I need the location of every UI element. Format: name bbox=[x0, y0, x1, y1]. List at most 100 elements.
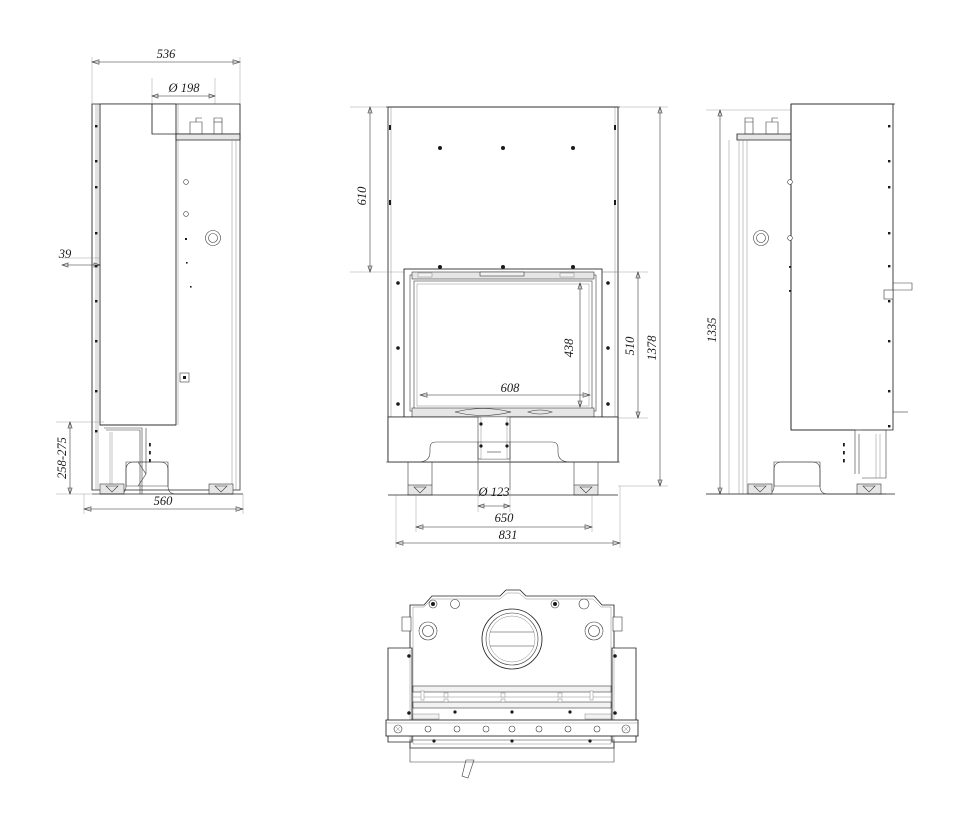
left-lower-panel bbox=[104, 427, 143, 494]
hole-icon bbox=[183, 211, 189, 217]
left-side-view: 536 Ø 198 39 258-275 560 bbox=[55, 47, 244, 514]
dim-text-610: 610 bbox=[355, 186, 369, 206]
top-small-hole-center bbox=[431, 602, 435, 606]
right-side-view: 1335 bbox=[705, 103, 913, 495]
right-lower-marks bbox=[843, 443, 845, 463]
right-body-outline bbox=[790, 103, 894, 431]
top-right-wing bbox=[611, 647, 637, 743]
dim-arrow bbox=[83, 506, 244, 512]
top-tab-left bbox=[401, 616, 412, 632]
dim-text-198: Ø 198 bbox=[168, 81, 201, 95]
side-port-inner-icon bbox=[756, 233, 766, 243]
right-lower-rails bbox=[875, 434, 881, 478]
dot bbox=[479, 422, 483, 426]
front-view: 610 bbox=[350, 106, 668, 548]
door-bottom-rail bbox=[411, 407, 595, 418]
glass-pane-inner bbox=[416, 283, 590, 407]
top-door-leaf bbox=[409, 739, 615, 763]
dim-arrow bbox=[577, 282, 583, 408]
left-rail-lines bbox=[231, 140, 241, 490]
front-base-skirt bbox=[398, 441, 608, 463]
door-latch-strip bbox=[479, 271, 525, 277]
dot bbox=[453, 710, 457, 714]
top-band-upper bbox=[412, 685, 612, 693]
top-left-wing bbox=[387, 647, 413, 743]
handle-icon bbox=[461, 759, 475, 779]
dot bbox=[568, 710, 572, 714]
flue-fitting-icon bbox=[765, 117, 779, 135]
dot bbox=[479, 444, 483, 448]
left-inner-chamber bbox=[99, 103, 177, 426]
front-foot-right bbox=[573, 484, 599, 496]
hole-icon bbox=[183, 179, 189, 185]
hole-icon bbox=[787, 179, 793, 185]
lower-marks bbox=[149, 443, 151, 463]
top-small-hole-icon bbox=[578, 598, 590, 610]
dim-arrow bbox=[657, 106, 663, 487]
dim-arrow bbox=[151, 93, 216, 99]
flue-collar-icon bbox=[213, 117, 223, 135]
top-plan-view bbox=[385, 589, 639, 779]
top-left-pad bbox=[412, 713, 440, 720]
dim-text-1335: 1335 bbox=[705, 318, 719, 343]
left-lower-rails bbox=[109, 432, 113, 494]
flue-collar-icon bbox=[744, 117, 754, 135]
door-hinge-left bbox=[417, 272, 433, 278]
dim-text-608: 608 bbox=[501, 381, 521, 395]
dim-text-510: 510 bbox=[623, 336, 637, 356]
flue-fitting-icon bbox=[189, 117, 203, 135]
top-slot-marks bbox=[420, 690, 594, 703]
dot bbox=[505, 422, 509, 426]
dim-arrow bbox=[635, 271, 641, 419]
dim-text-560: 560 bbox=[154, 494, 174, 508]
ash-drawer-inner bbox=[480, 416, 508, 460]
dim-text-1378: 1378 bbox=[645, 335, 659, 361]
top-small-hole-center bbox=[553, 602, 557, 606]
flue-opening-inner-icon bbox=[488, 615, 536, 663]
left-foot-left bbox=[99, 483, 125, 495]
dim-arrow bbox=[415, 524, 593, 530]
door-hinge-right bbox=[559, 272, 575, 278]
left-top-plate bbox=[175, 133, 241, 141]
right-top-plate bbox=[736, 133, 792, 141]
right-flange bbox=[893, 282, 913, 291]
right-lower-panel bbox=[854, 430, 860, 474]
hole-icon bbox=[787, 235, 793, 241]
dim-arrow bbox=[61, 262, 101, 268]
dim-arrow bbox=[67, 421, 73, 495]
bracket-hole bbox=[183, 376, 186, 379]
right-foot-left bbox=[747, 483, 773, 495]
dim-text-831: 831 bbox=[499, 528, 518, 542]
front-leg-lines bbox=[407, 462, 599, 485]
dim-text-123: Ø 123 bbox=[478, 485, 510, 499]
left-wall-lines bbox=[95, 104, 99, 490]
right-foot-right bbox=[856, 483, 882, 495]
dot bbox=[510, 710, 514, 714]
top-leaf-dots bbox=[432, 739, 592, 743]
dim-text-258-275: 258-275 bbox=[55, 437, 69, 479]
flue-damper-blades bbox=[490, 631, 534, 647]
top-plate-inner-outline bbox=[412, 592, 612, 745]
dot bbox=[407, 654, 411, 658]
dot bbox=[407, 711, 411, 715]
left-foot-right bbox=[208, 483, 234, 495]
dim-arrow bbox=[717, 109, 723, 495]
door-handle-icon bbox=[454, 408, 512, 416]
top-band-lower bbox=[412, 701, 612, 709]
dim-text-438: 438 bbox=[562, 338, 576, 358]
top-tab-right bbox=[612, 616, 623, 632]
top-small-hole-icon bbox=[450, 599, 460, 609]
door-handle-secondary-icon bbox=[527, 409, 553, 415]
right-base-recess bbox=[773, 461, 821, 487]
dim-text-650: 650 bbox=[495, 511, 515, 525]
side-port-inner-icon bbox=[208, 233, 218, 243]
dot bbox=[613, 654, 617, 658]
dim-arrow bbox=[419, 392, 591, 398]
top-right-pad bbox=[584, 713, 612, 720]
right-fastener-dots bbox=[789, 125, 891, 428]
dim-text-39: 39 bbox=[58, 247, 72, 261]
top-hole-left-inner-icon bbox=[422, 625, 434, 637]
left-base-notch bbox=[137, 461, 147, 487]
